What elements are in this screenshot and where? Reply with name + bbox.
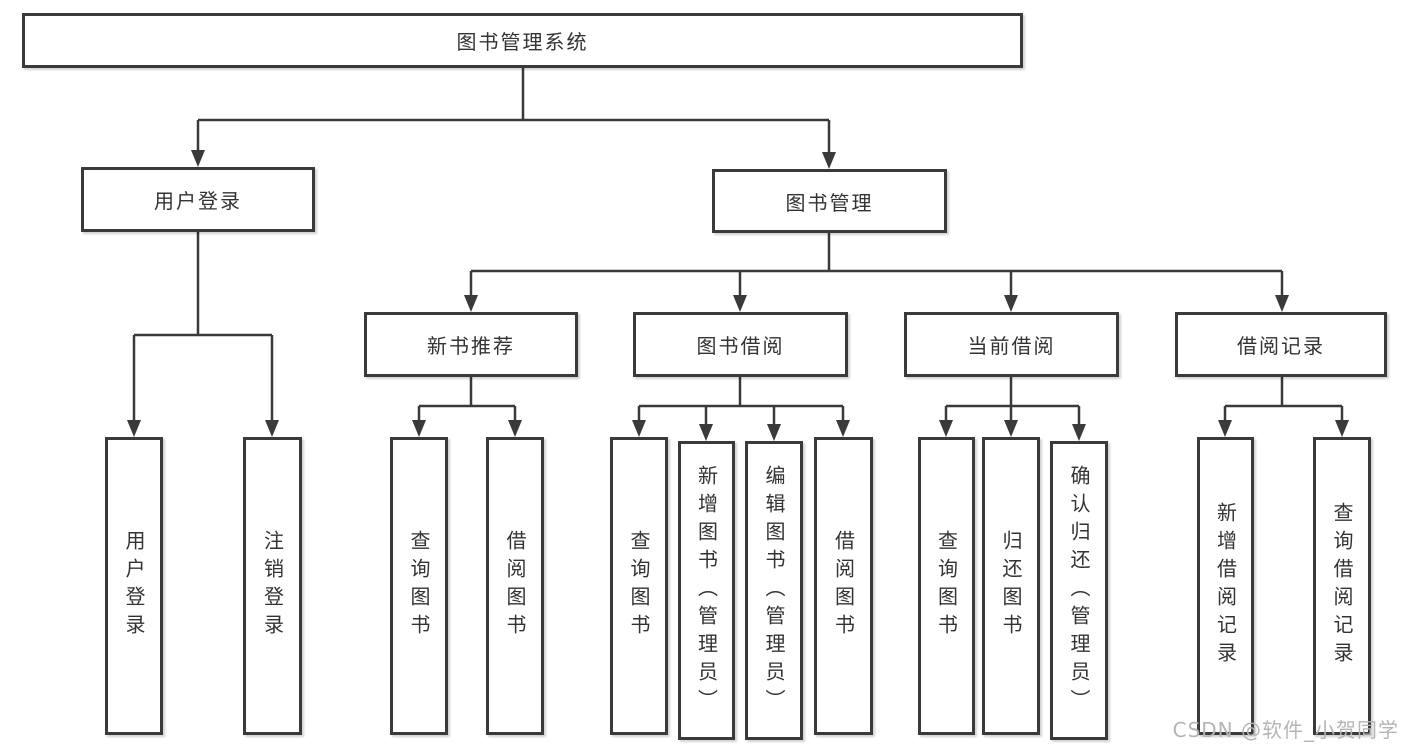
leaf-br-add-record-label: 新增借阅记录 [1213, 502, 1238, 670]
arrowhead [1218, 420, 1232, 437]
node-current-borrowing: 当前借阅 [904, 312, 1119, 377]
leaf-user-login-label: 用户登录 [122, 530, 146, 642]
arrowhead [836, 420, 850, 437]
arrowhead [1335, 420, 1349, 437]
leaf-cb-confirm-return-admin: 确认归还（管理员） [1050, 441, 1108, 740]
node-borrow-records: 借阅记录 [1175, 312, 1387, 377]
arrowhead [265, 420, 279, 437]
leaf-nb-borrow-books: 借阅图书 [486, 437, 544, 735]
leaf-cb-return-books-label: 归还图书 [999, 530, 1023, 642]
leaf-bb-query-books-label: 查询图书 [627, 530, 651, 642]
arrowhead [632, 420, 646, 437]
node-user-login-label: 用户登录 [154, 189, 242, 213]
arrowhead [1275, 295, 1289, 312]
node-user-login: 用户登录 [81, 167, 315, 232]
arrowhead [733, 295, 747, 312]
arrowhead [1004, 420, 1018, 437]
node-new-book-recommend-label: 新书推荐 [427, 334, 515, 358]
arrowhead [939, 420, 953, 437]
leaf-user-login: 用户登录 [105, 437, 163, 735]
node-borrow-records-label: 借阅记录 [1237, 334, 1325, 358]
node-root-label: 图书管理系统 [456, 30, 589, 54]
leaf-cb-return-books: 归还图书 [982, 437, 1040, 735]
leaf-bb-borrow-books-label: 借阅图书 [831, 530, 856, 642]
node-new-book-recommend: 新书推荐 [364, 312, 578, 377]
leaf-br-query-record-label: 查询借阅记录 [1330, 502, 1354, 670]
leaf-nb-query-books: 查询图书 [390, 437, 448, 735]
leaf-nb-query-books-label: 查询图书 [407, 530, 431, 642]
arrowhead [767, 424, 781, 441]
arrowhead [508, 420, 522, 437]
leaf-bb-edit-books-admin: 编辑图书（管理员） [745, 441, 803, 740]
node-book-borrowing: 图书借阅 [633, 312, 848, 377]
leaf-bb-add-books-admin: 新增图书（管理员） [678, 441, 735, 740]
leaf-cb-query-books-label: 查询图书 [934, 530, 959, 642]
leaf-logout: 注销登录 [243, 437, 302, 735]
leaf-nb-borrow-books-label: 借阅图书 [503, 530, 527, 642]
arrowhead [822, 152, 836, 169]
arrowhead [1004, 295, 1018, 312]
leaf-br-add-record: 新增借阅记录 [1197, 437, 1254, 735]
leaf-br-query-record: 查询借阅记录 [1313, 437, 1371, 735]
arrowhead [699, 424, 713, 441]
node-book-borrowing-label: 图书借阅 [696, 334, 785, 358]
arrowhead [464, 295, 478, 312]
arrowhead [127, 420, 141, 437]
leaf-logout-label: 注销登录 [260, 530, 285, 642]
connector-path [132, 68, 1344, 426]
arrowhead [412, 420, 426, 437]
leaf-cb-query-books: 查询图书 [918, 437, 975, 735]
arrowhead [191, 150, 205, 167]
leaf-bb-add-books-admin-label: 新增图书（管理员） [694, 464, 719, 717]
node-current-borrowing-label: 当前借阅 [967, 334, 1056, 358]
leaf-cb-confirm-return-admin-label: 确认归还（管理员） [1067, 464, 1091, 717]
leaf-bb-query-books: 查询图书 [610, 437, 668, 735]
node-root: 图书管理系统 [22, 13, 1023, 68]
leaf-bb-edit-books-admin-label: 编辑图书（管理员） [762, 464, 786, 717]
node-book-management: 图书管理 [712, 169, 947, 233]
arrowhead [1072, 424, 1086, 441]
leaf-bb-borrow-books: 借阅图书 [814, 437, 873, 735]
node-book-management-label: 图书管理 [785, 190, 874, 215]
